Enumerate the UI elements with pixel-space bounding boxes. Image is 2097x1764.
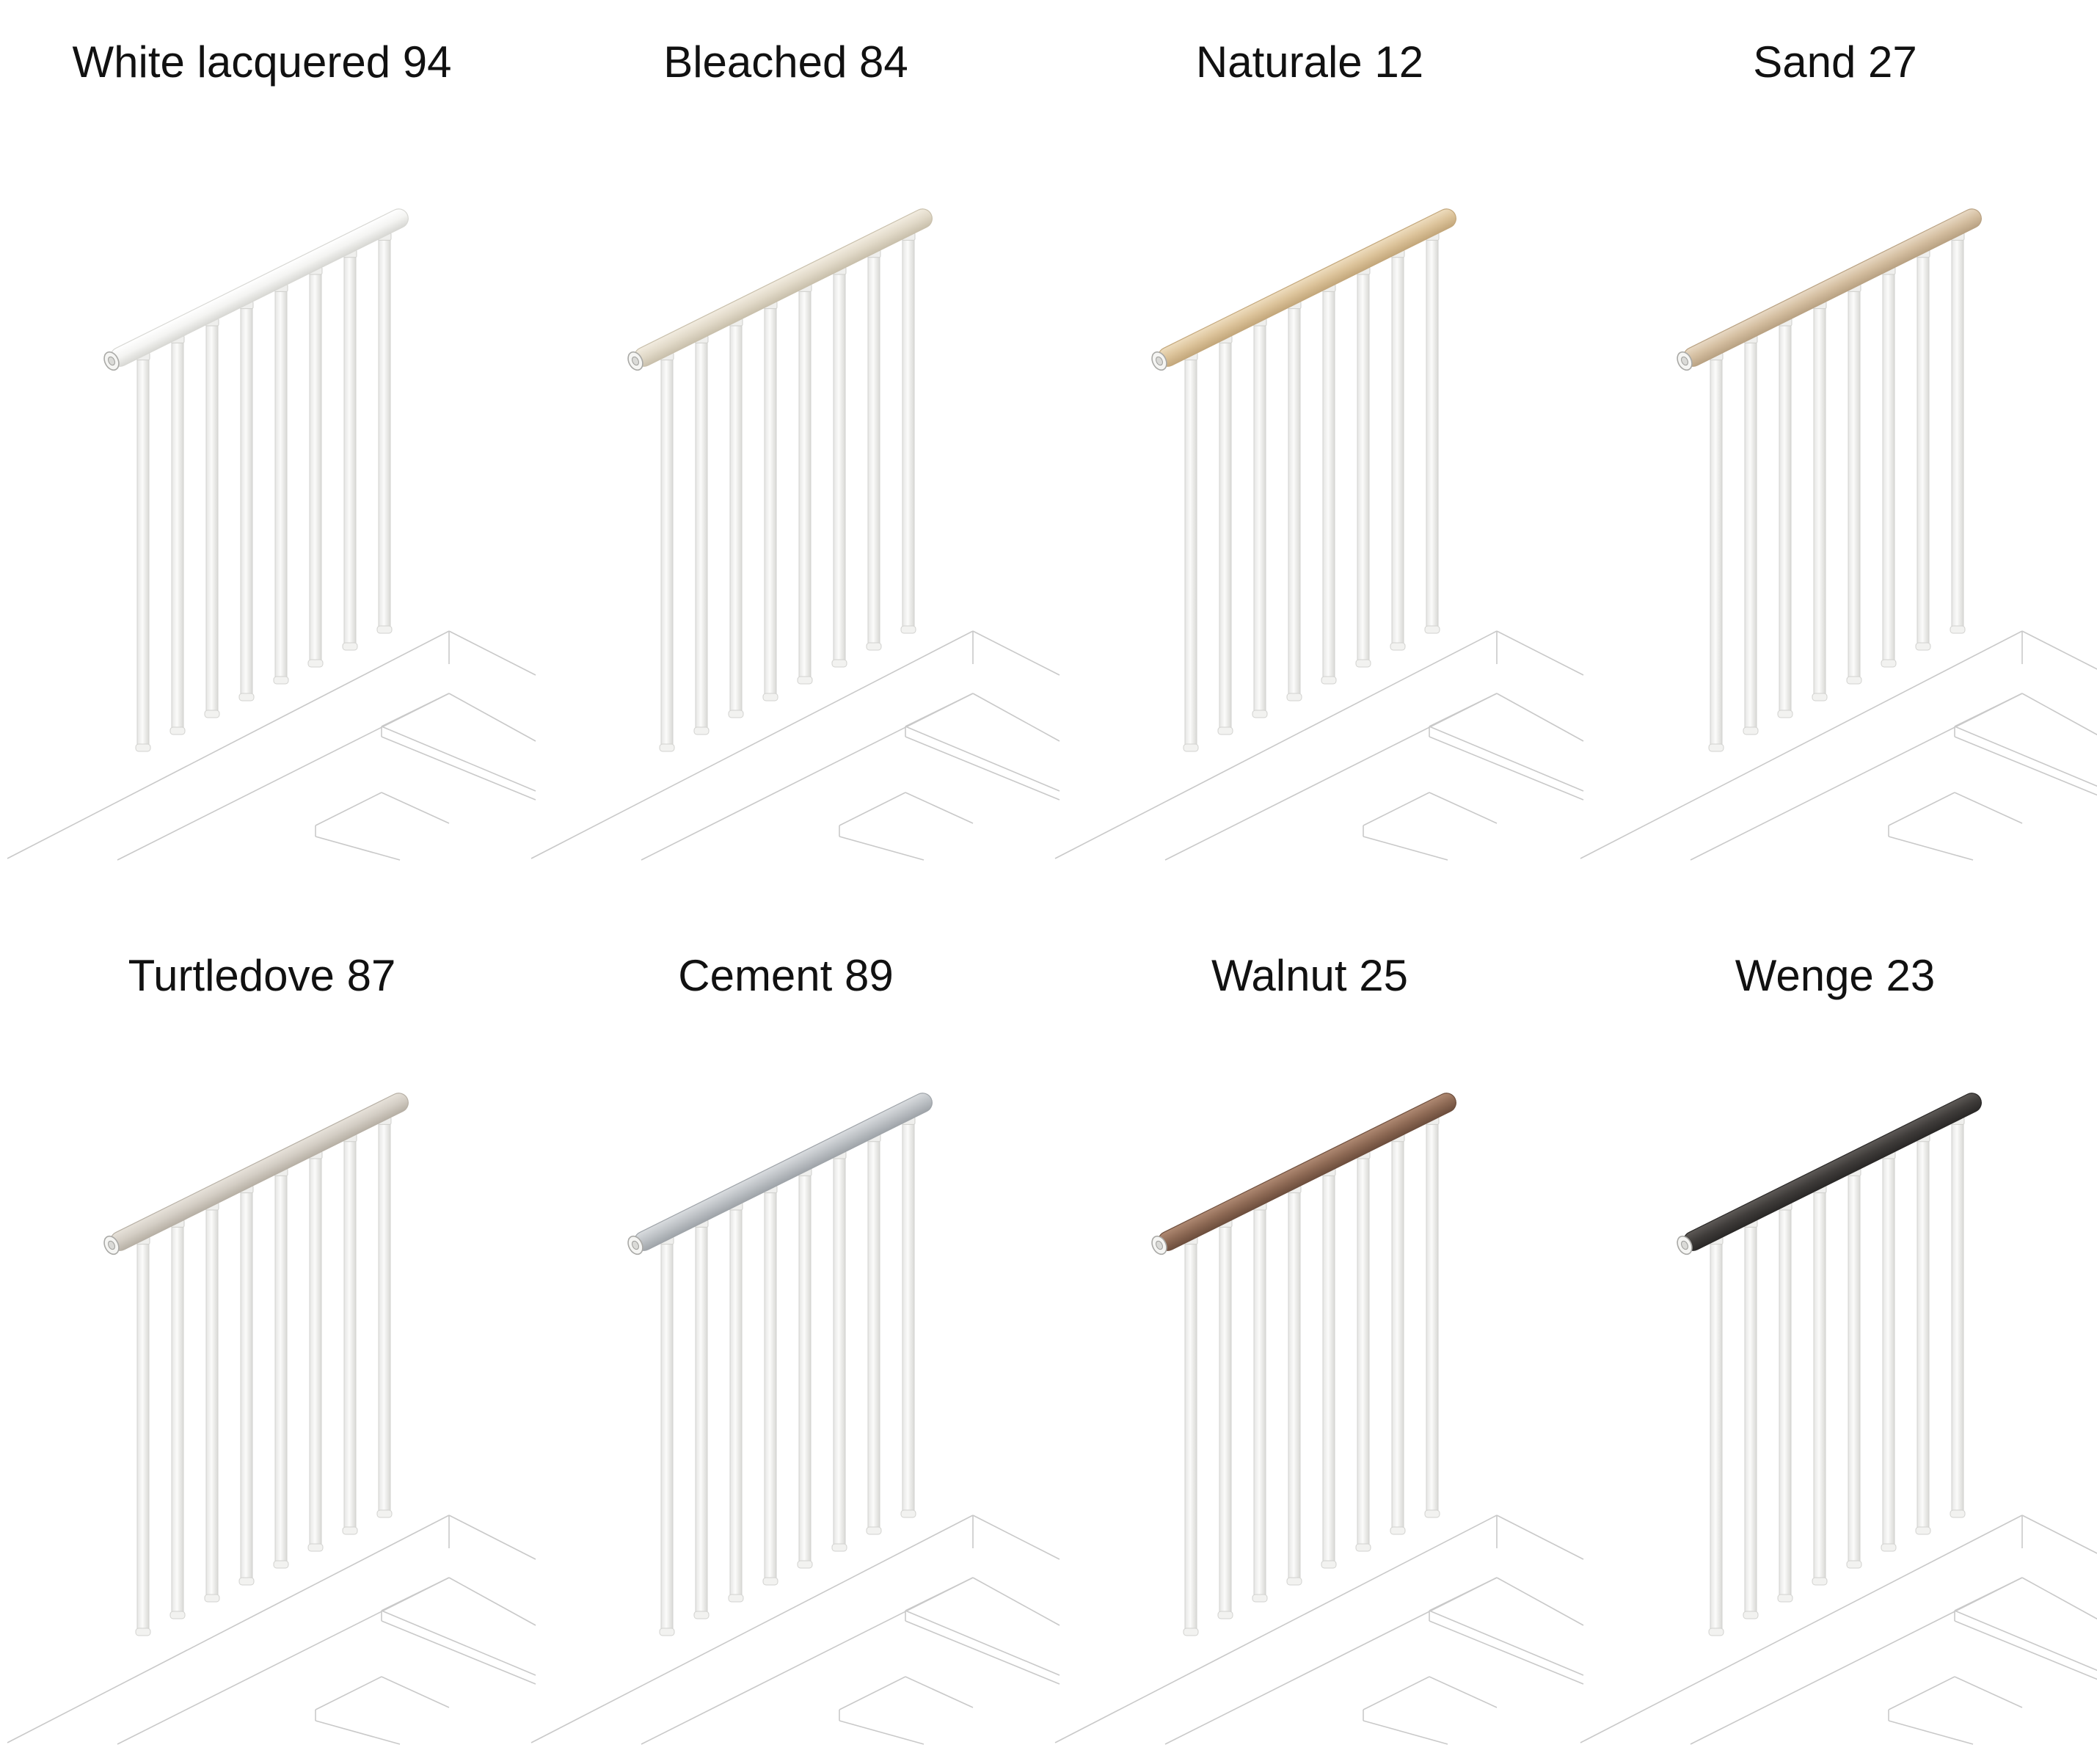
railing-illustration bbox=[1054, 1093, 1584, 1745]
stair-outline bbox=[1580, 1515, 2097, 1745]
handrail bbox=[103, 1093, 409, 1255]
finish-label: White lacquered 94 bbox=[72, 37, 452, 87]
baluster-group bbox=[659, 1116, 916, 1636]
railing-illustration bbox=[7, 1093, 536, 1745]
railing-illustration bbox=[7, 208, 536, 861]
stair-outline bbox=[7, 630, 536, 861]
finish-swatch[interactable]: Walnut 25 bbox=[1048, 881, 1584, 1761]
finish-swatch[interactable]: White lacquered 94 bbox=[0, 0, 536, 881]
railing-illustration bbox=[530, 208, 1060, 861]
railing-illustration bbox=[530, 1093, 1060, 1745]
railing-illustration bbox=[1580, 208, 2097, 861]
handrail bbox=[1677, 208, 1982, 371]
handrail bbox=[627, 208, 933, 371]
finish-swatch[interactable]: Bleached 84 bbox=[524, 0, 1060, 881]
finish-label: Turtledove 87 bbox=[128, 951, 396, 1000]
baluster-group bbox=[1708, 232, 1966, 752]
finish-swatch[interactable]: Cement 89 bbox=[524, 881, 1060, 1761]
baluster-group bbox=[135, 232, 393, 752]
stair-outline bbox=[1580, 630, 2097, 861]
finish-label: Bleached 84 bbox=[663, 37, 908, 87]
finish-label: Naturale 12 bbox=[1195, 37, 1424, 87]
finish-swatch[interactable]: Sand 27 bbox=[1573, 0, 2097, 881]
finish-swatch[interactable]: Wenge 23 bbox=[1573, 881, 2097, 1761]
stair-outline bbox=[530, 630, 1060, 861]
baluster-group bbox=[1183, 232, 1440, 752]
handrail bbox=[1677, 1093, 1982, 1255]
handrail bbox=[1151, 1093, 1456, 1255]
stair-outline bbox=[1054, 630, 1584, 861]
finish-label: Cement 89 bbox=[678, 951, 894, 1000]
stair-outline bbox=[7, 1515, 536, 1745]
railing-illustration bbox=[1054, 208, 1584, 861]
finish-label: Wenge 23 bbox=[1735, 951, 1936, 1000]
finish-swatch[interactable]: Naturale 12 bbox=[1048, 0, 1584, 881]
baluster-group bbox=[659, 232, 916, 752]
baluster-group bbox=[135, 1116, 393, 1636]
finish-label: Sand 27 bbox=[1753, 37, 1917, 87]
baluster-group bbox=[1708, 1116, 1966, 1636]
handrail bbox=[103, 208, 409, 371]
finish-swatch[interactable]: Turtledove 87 bbox=[0, 881, 536, 1761]
finish-label: Walnut 25 bbox=[1211, 951, 1408, 1000]
baluster-group bbox=[1183, 1116, 1440, 1636]
stair-outline bbox=[530, 1515, 1060, 1745]
handrail bbox=[1151, 208, 1456, 371]
handrail bbox=[627, 1093, 933, 1255]
railing-illustration bbox=[1580, 1093, 2097, 1745]
stair-outline bbox=[1054, 1515, 1584, 1745]
